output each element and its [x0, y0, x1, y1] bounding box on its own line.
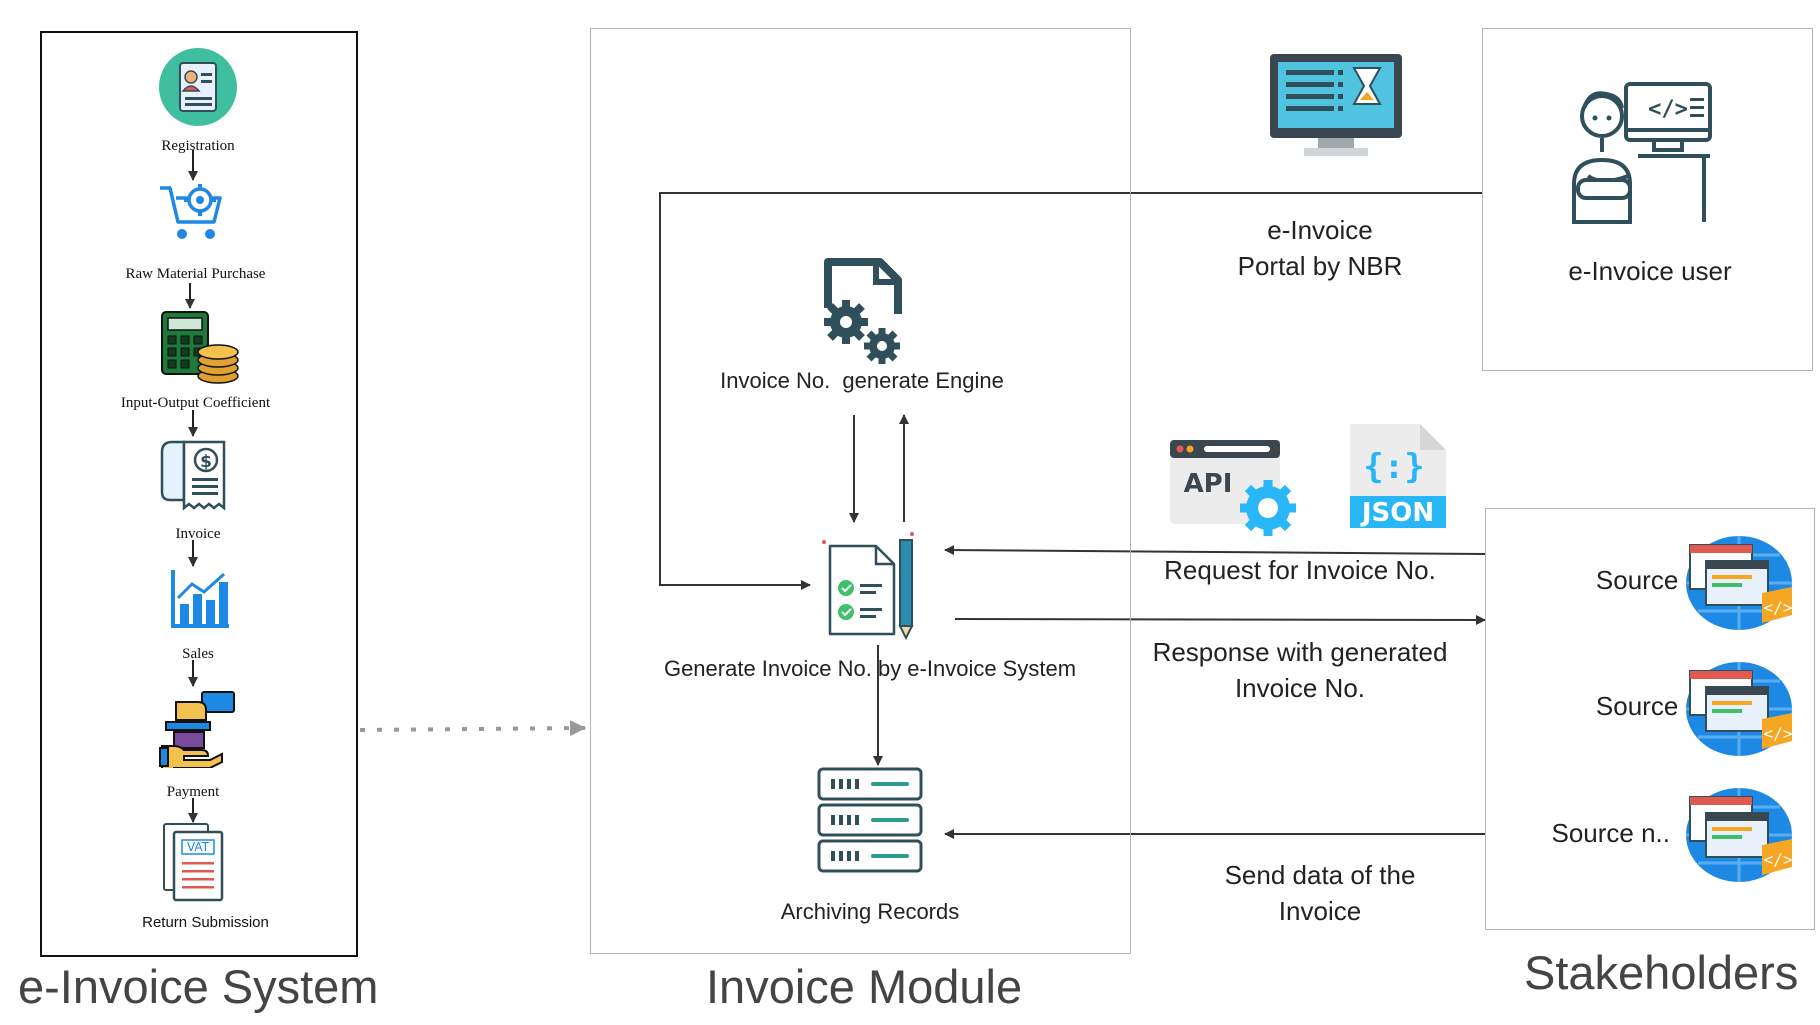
- svg-text:JSON: JSON: [1360, 498, 1434, 528]
- response-label-line1: Response with generated: [1152, 637, 1448, 667]
- monitor-portal-icon: [1268, 52, 1404, 167]
- workflow-label-raw-material-purchase: Raw Material Purchase: [125, 266, 266, 282]
- request-label: Request for Invoice No.: [1164, 555, 1436, 585]
- e-invoice-system-panel: [40, 31, 358, 957]
- portal-label-line2: Portal by NBR: [1237, 251, 1403, 281]
- svg-text:</>: </>: [1648, 97, 1688, 122]
- svg-text:VAT: VAT: [187, 840, 210, 854]
- svg-text:</>: </>: [1764, 724, 1793, 743]
- calculator-coins-icon: [160, 310, 240, 391]
- payment-hands-icon: [158, 688, 238, 773]
- vat-document-icon: VAT: [160, 820, 228, 909]
- e-invoice-user-panel: [1482, 28, 1813, 371]
- caption-invoice-module: Invoice Module: [706, 960, 1023, 1013]
- workflow-label-registration: Registration: [161, 138, 235, 154]
- workflow-label-sales: Sales: [182, 646, 214, 662]
- dotted-link-arrow: [359, 720, 586, 737]
- send-data-label-line1: Send data of the: [1224, 860, 1416, 890]
- checklist-pencil-icon: [820, 532, 920, 645]
- svg-text:</>: </>: [1764, 850, 1793, 869]
- svg-text:{:}: {:}: [1363, 447, 1424, 487]
- json-file-icon: {:} JSON: [1346, 422, 1450, 537]
- developer-user-icon: </>: [1564, 80, 1714, 233]
- engine-label: Invoice No. generate Engine: [720, 368, 1004, 393]
- code-globe-icon-1: </>: [1684, 533, 1794, 636]
- workflow-label-input-output-coefficient: Input-Output Coefficient: [120, 395, 271, 411]
- svg-text:$: $: [200, 452, 212, 472]
- source-label-n: Source n..: [1551, 818, 1670, 848]
- caption-e-invoice-system: e-Invoice System: [18, 960, 379, 1013]
- generate-label: Generate Invoice No. by e-Invoice System: [663, 656, 1077, 681]
- stakeholders-panel: [1485, 508, 1815, 930]
- workflow-label-payment: Payment: [166, 784, 220, 800]
- api-gear-icon: API: [1168, 436, 1298, 543]
- source-label-2: Source 2: [1595, 691, 1700, 721]
- portal-label-line1: e-Invoice: [1267, 215, 1373, 245]
- caption-stakeholders: Stakeholders: [1524, 946, 1799, 999]
- invoice-receipt-icon: $: [158, 438, 232, 519]
- svg-text:</>: </>: [1764, 598, 1793, 617]
- send-data-label-line2: Invoice: [1278, 896, 1362, 926]
- invoice-module-panel: [590, 28, 1131, 954]
- code-globe-icon-2: </>: [1684, 659, 1794, 762]
- response-label-line2: Invoice No.: [1234, 673, 1366, 703]
- e-invoice-user-label: e-Invoice user: [1568, 256, 1732, 286]
- workflow-label-invoice: Invoice: [175, 526, 221, 542]
- workflow-label-return-submission: Return Submission: [142, 914, 269, 931]
- svg-text:API: API: [1184, 469, 1233, 499]
- source-label-1: Source 1: [1595, 565, 1700, 595]
- archive-label: Archiving Records: [780, 899, 960, 924]
- shopping-cart-gear-icon: [158, 180, 228, 251]
- registration-icon: [158, 47, 238, 132]
- document-gears-icon: [820, 258, 920, 373]
- sales-chart-icon: [170, 568, 232, 635]
- server-rack-icon: [815, 765, 925, 882]
- code-globe-icon-n: </>: [1684, 785, 1794, 888]
